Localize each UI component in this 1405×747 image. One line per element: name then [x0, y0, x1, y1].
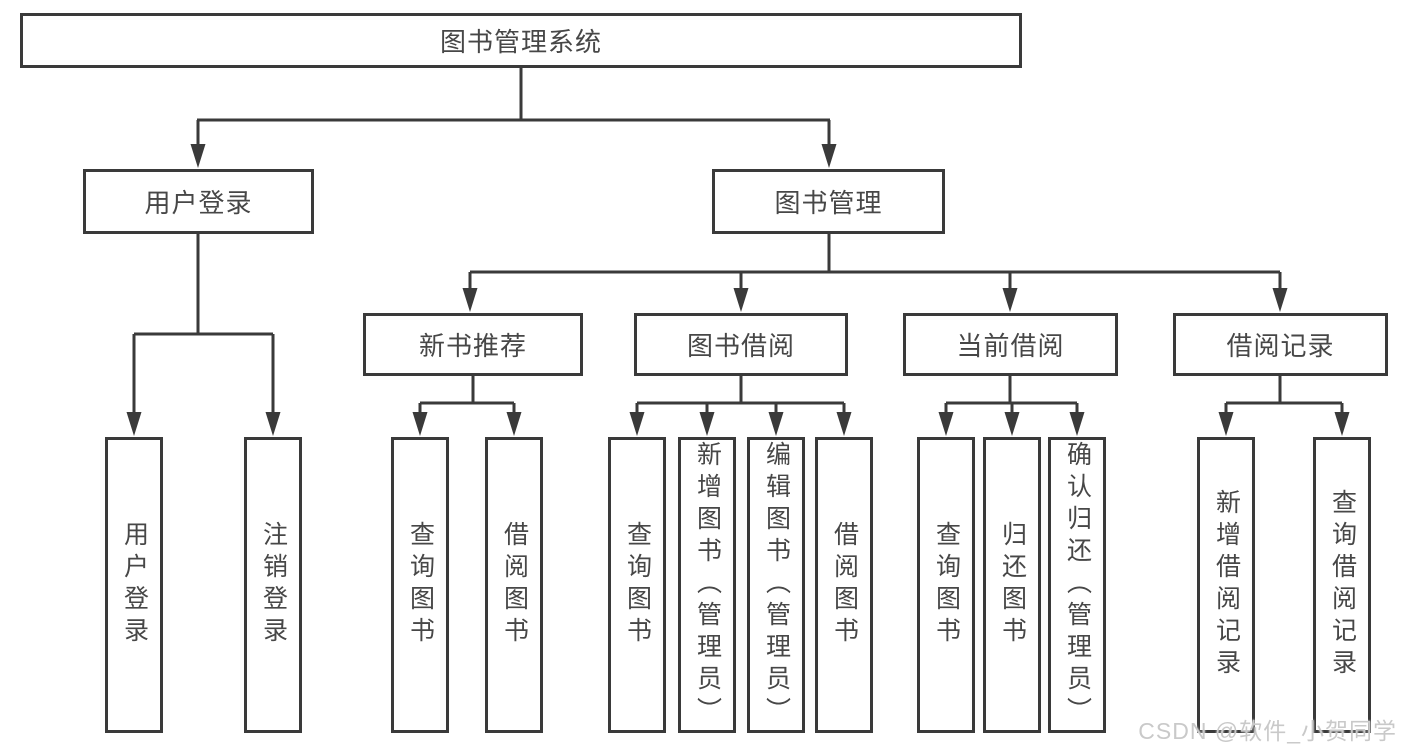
leaf-recommend-borrow-books: 借阅图书: [485, 437, 543, 733]
arrow-down-icon: [462, 288, 1288, 312]
node-label: 查询图书: [932, 521, 961, 649]
connector-current-borrowing: [938, 376, 1085, 436]
node-label: 查询图书: [623, 521, 652, 649]
node-label: 图书管理: [774, 188, 883, 218]
leaf-return-books: 归还图书: [983, 437, 1041, 733]
leaf-query-borrow-record: 查询借阅记录: [1313, 437, 1371, 733]
arrow-down-icon: [126, 412, 281, 436]
leaf-recommend-query-books: 查询图书: [391, 437, 449, 733]
node-label: 当前借阅: [956, 331, 1065, 361]
arrow-down-icon: [629, 412, 852, 436]
node-borrowing-records: 借阅记录: [1173, 313, 1388, 376]
node-library-system: 图书管理系统: [20, 13, 1022, 68]
node-label: 归还图书: [998, 521, 1027, 649]
connector-borrowing-records: [1218, 376, 1350, 436]
node-label: 注销登录: [259, 521, 288, 649]
connector-book-management: [462, 234, 1288, 312]
connector-book-borrowing: [629, 376, 852, 436]
leaf-logout-login: 注销登录: [244, 437, 302, 733]
node-book-borrowing: 图书借阅: [634, 313, 848, 376]
csdn-watermark: CSDN @软件_小贺同学: [1138, 718, 1397, 744]
arrow-down-icon: [938, 412, 1085, 436]
connector-user-login: [126, 234, 281, 436]
node-label: 新书推荐: [418, 331, 527, 361]
connector-new-book-recommend: [412, 376, 522, 436]
arrow-down-icon: [1218, 412, 1350, 436]
node-label: 新增图书（管理员）: [693, 441, 722, 729]
node-label: 查询图书: [406, 521, 435, 649]
leaf-add-borrow-record: 新增借阅记录: [1197, 437, 1255, 733]
leaf-confirm-return-admin: 确认归还（管理员）: [1048, 437, 1106, 733]
node-label: 查询借阅记录: [1328, 489, 1357, 681]
node-current-borrowing: 当前借阅: [903, 313, 1118, 376]
arrow-down-icon: [190, 144, 837, 168]
node-label: 新增借阅记录: [1212, 489, 1241, 681]
leaf-borrowing-query-books: 查询图书: [608, 437, 666, 733]
leaf-add-books-admin: 新增图书（管理员）: [678, 437, 736, 733]
node-label: 图书管理系统: [439, 27, 602, 57]
node-label: 编辑图书（管理员）: [762, 441, 791, 729]
leaf-edit-books-admin: 编辑图书（管理员）: [747, 437, 805, 733]
node-label: 借阅记录: [1226, 331, 1335, 361]
leaf-current-query-books: 查询图书: [917, 437, 975, 733]
node-label: 图书借阅: [686, 331, 795, 361]
node-new-book-recommend: 新书推荐: [363, 313, 583, 376]
node-label: 用户登录: [120, 521, 149, 649]
node-label: 用户登录: [144, 188, 253, 218]
node-label: 确认归还（管理员）: [1063, 441, 1092, 729]
arrow-down-icon: [412, 412, 522, 436]
node-book-management: 图书管理: [712, 169, 945, 234]
node-label: 借阅图书: [830, 521, 859, 649]
connector-root: [190, 68, 837, 168]
node-user-login: 用户登录: [83, 169, 314, 234]
leaf-borrowing-borrow-books: 借阅图书: [815, 437, 873, 733]
leaf-user-login: 用户登录: [105, 437, 163, 733]
node-label: 借阅图书: [500, 521, 529, 649]
